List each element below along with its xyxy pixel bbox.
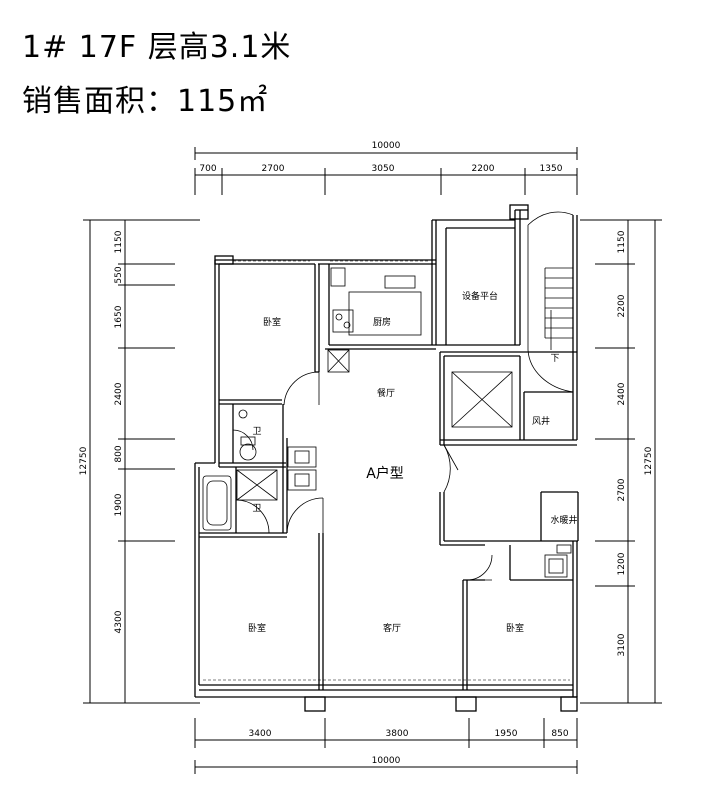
bottom-dimension-4: 850	[551, 729, 568, 739]
left-dimension-6: 1900	[114, 493, 124, 516]
left-dimension-7: 4300	[114, 610, 124, 633]
bottom-dimension-3: 1950	[495, 729, 518, 739]
left-dimension-4: 2400	[114, 382, 124, 405]
staircase	[527, 211, 574, 393]
right-total-dimension: 12750	[644, 446, 654, 475]
top-dimension-1: 700	[199, 164, 216, 174]
left-dimension-2: 550	[114, 266, 124, 283]
left-total-dimension: 12750	[79, 446, 89, 475]
left-dimension-5: 800	[114, 445, 124, 462]
room-label-bedroom-se: 卧室	[506, 622, 524, 634]
right-dimension-3: 2400	[617, 382, 627, 405]
right-dimension-6: 3100	[617, 633, 627, 656]
bottom-dimension-1: 3400	[249, 729, 272, 739]
bottom-dimension-lines	[194, 718, 578, 774]
room-label-air-shaft: 风井	[532, 415, 550, 427]
room-label-dining: 餐厅	[377, 387, 395, 399]
top-dimension-2: 2700	[262, 164, 285, 174]
doors	[232, 371, 493, 581]
fixtures	[202, 267, 572, 578]
top-dimension-5: 1350	[540, 164, 563, 174]
windows	[203, 260, 570, 681]
top-dimension-lines	[194, 147, 578, 195]
room-label-water-shaft: 水暖井	[550, 514, 577, 526]
walls	[194, 204, 579, 712]
right-dimension-1: 1150	[617, 230, 627, 253]
top-total-dimension: 10000	[372, 141, 401, 151]
room-label-equipment-platform: 设备平台	[462, 290, 498, 302]
room-label-bathroom-lower: 卫	[252, 504, 261, 514]
left-dimension-lines	[83, 219, 200, 704]
right-dimension-4: 2700	[617, 478, 627, 501]
room-label-living-room: 客厅	[383, 622, 401, 634]
unit-type-label: A户型	[366, 465, 404, 482]
left-dimension-1: 1150	[114, 230, 124, 253]
right-dimension-lines	[580, 219, 662, 704]
bottom-total-dimension: 10000	[372, 756, 401, 766]
room-label-bedroom-nw: 卧室	[263, 316, 281, 328]
room-label-bathroom-upper: 卫	[252, 427, 261, 437]
room-label-bedroom-sw: 卧室	[248, 622, 266, 634]
elevator-shaft	[327, 349, 513, 428]
stair-down-label: 下	[550, 354, 559, 364]
top-dimension-3: 3050	[372, 164, 395, 174]
room-label-kitchen: 厨房	[373, 316, 391, 328]
bottom-dimension-2: 3800	[386, 729, 409, 739]
sales-area-title: 销售面积：115㎡	[22, 84, 269, 119]
top-dimension-4: 2200	[472, 164, 495, 174]
right-dimension-2: 2200	[617, 294, 627, 317]
left-dimension-3: 1650	[114, 305, 124, 328]
building-info-title: 1# 17F 层高3.1米	[22, 30, 292, 65]
right-dimension-5: 1200	[617, 552, 627, 575]
